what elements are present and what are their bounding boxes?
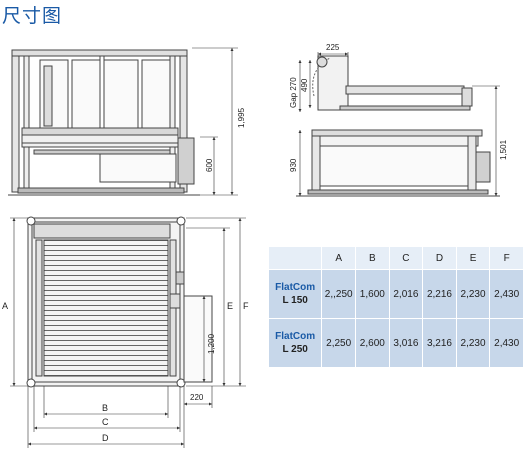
table-cell: 2,216 [422, 269, 457, 319]
table-cell: 1,600 [355, 269, 390, 319]
side-view [296, 55, 500, 197]
front-view [8, 49, 200, 196]
dim-220: 220 [190, 393, 204, 402]
model-size: L 250 [282, 344, 308, 355]
dim-930: 930 [289, 158, 298, 172]
dim-gap-270: Gap 270 [289, 77, 298, 108]
table-cell: 2,430 [489, 269, 524, 319]
col-header-D: D [422, 246, 457, 270]
model-name: FlatCom [275, 331, 316, 342]
model-size: L 150 [282, 295, 308, 306]
side-view-dimensions [298, 52, 500, 196]
page-title: 尺寸图 [2, 5, 63, 27]
label-B: B [102, 403, 108, 413]
table-cell: 2,230 [455, 269, 491, 319]
table-cell: 2,,250 [321, 269, 357, 319]
table-cell: 2,016 [388, 269, 424, 319]
col-header-B: B [355, 246, 390, 270]
table-corner [267, 246, 323, 270]
table-row: FlatCom L 250 2,250 2,600 3,016 3,216 2,… [267, 318, 524, 368]
label-D: D [102, 433, 109, 443]
table-cell: 2,250 [321, 318, 357, 368]
spec-table: A B C D E F FlatCom L 150 2,,250 1,600 2… [267, 246, 524, 368]
dim-600: 600 [205, 158, 214, 172]
table-cell: 3,016 [388, 318, 424, 368]
col-header-C: C [388, 246, 424, 270]
dim-1200: 1,200 [207, 333, 216, 354]
label-E: E [227, 301, 233, 311]
top-view-dimensions [10, 217, 246, 448]
table-cell: 2,230 [455, 318, 491, 368]
front-view-dimensions [192, 47, 238, 196]
table-cell: 2,430 [489, 318, 524, 368]
model-name-cell: FlatCom L 150 [267, 269, 323, 319]
table-cell: 2,600 [355, 318, 390, 368]
col-header-A: A [321, 246, 357, 270]
label-F: F [243, 301, 249, 311]
top-view [26, 216, 213, 388]
dim-490: 490 [300, 78, 309, 92]
dim-1501: 1,501 [499, 139, 508, 160]
table-row: FlatCom L 150 2,,250 1,600 2,016 2,216 2… [267, 269, 524, 319]
table-cell: 3,216 [422, 318, 457, 368]
dim-1995: 1,995 [237, 107, 246, 128]
model-name: FlatCom [275, 282, 316, 293]
col-header-F: F [489, 246, 524, 270]
table-header-row: A B C D E F [267, 246, 524, 270]
label-C: C [102, 417, 109, 427]
col-header-E: E [455, 246, 491, 270]
label-A: A [2, 301, 8, 311]
model-name-cell: FlatCom L 250 [267, 318, 323, 368]
dim-225: 225 [326, 43, 340, 52]
